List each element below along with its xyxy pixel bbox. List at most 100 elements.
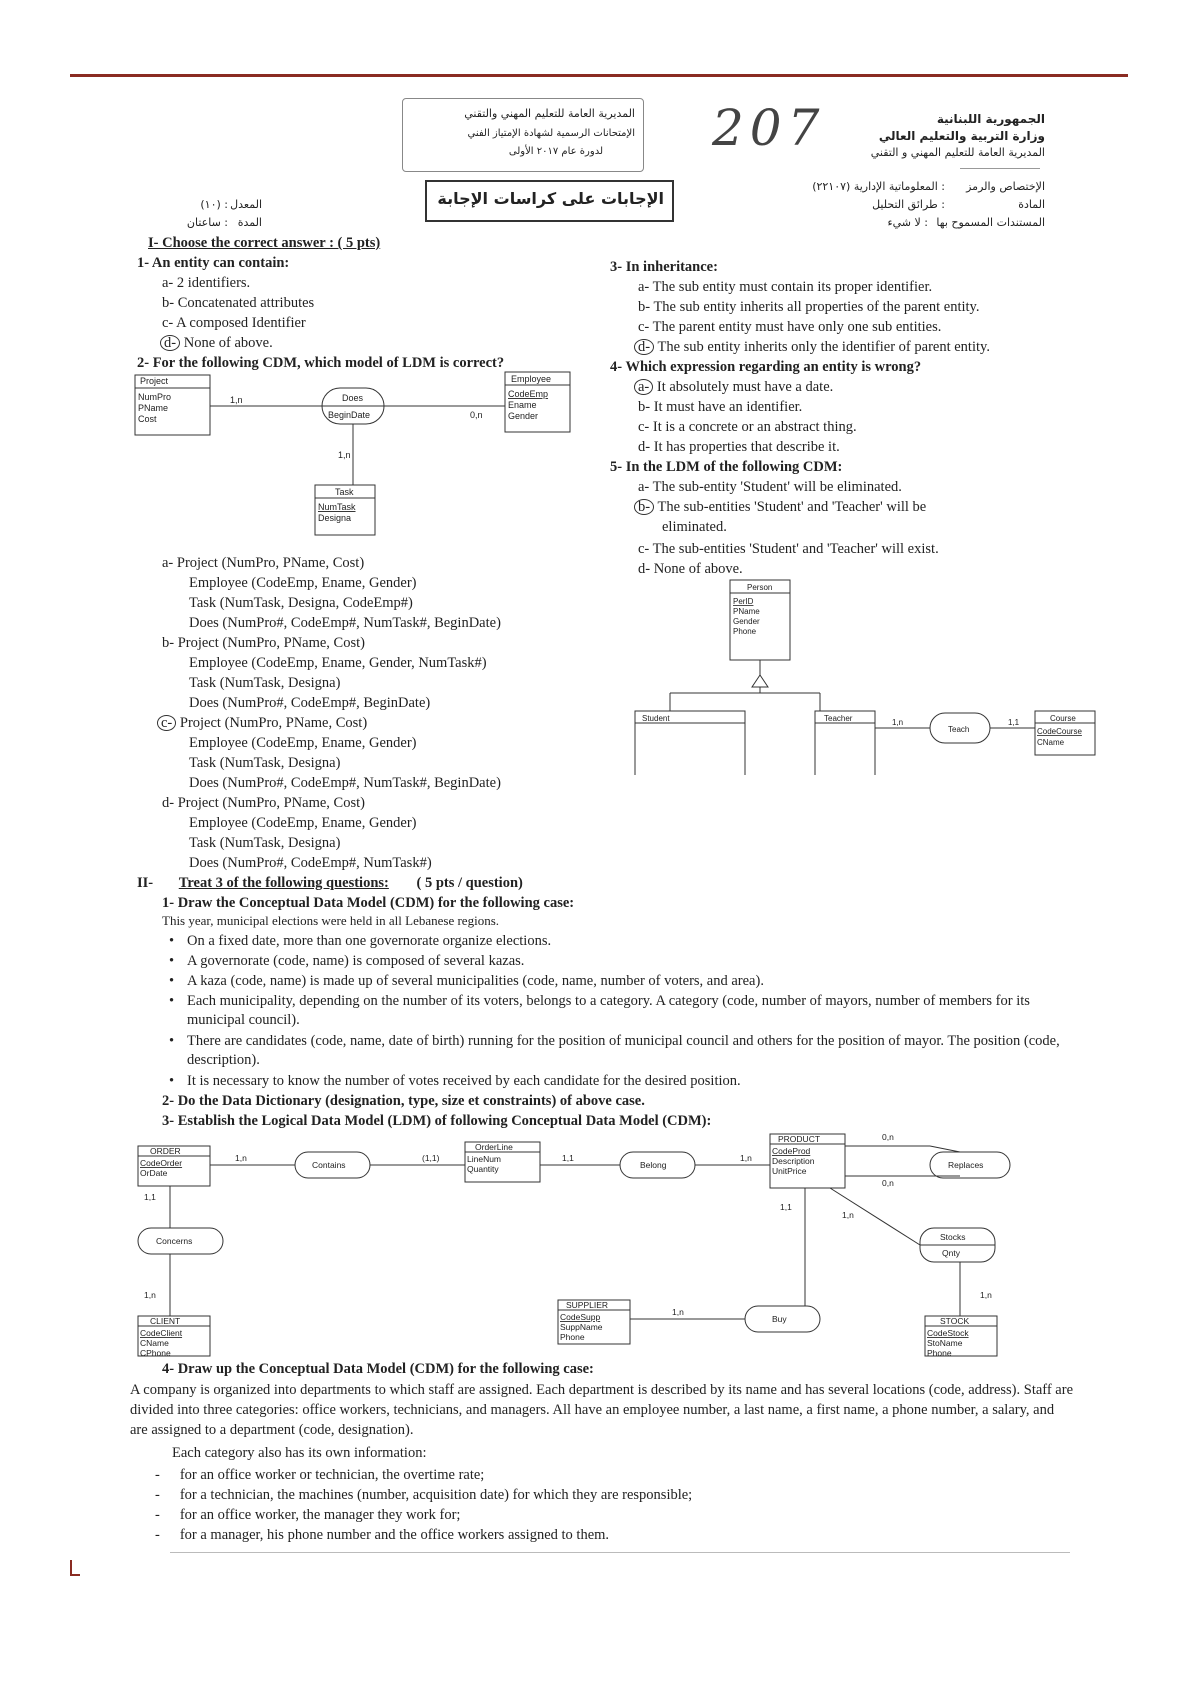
q3-option-d: d- The sub entity inherits only the iden… — [634, 338, 990, 356]
q3-product-name: PRODUCT — [778, 1134, 820, 1144]
header-republic: الجمهورية اللبنانية — [936, 112, 1045, 126]
q3-orderline-attr-1: LineNum — [467, 1154, 501, 1164]
q3-stock-attr-1: CodeStock — [927, 1328, 969, 1338]
section1-title: I- Choose the correct answer : ( 5 pts) — [148, 234, 380, 252]
corner-mark — [70, 1560, 72, 1574]
q2-employee-entity — [504, 371, 571, 433]
q3-supplier-attr-3: Phone — [560, 1332, 585, 1342]
handwritten-number: 207 — [712, 99, 826, 157]
q1-option-b: b- Concatenated attributes — [162, 295, 315, 311]
q3-card-belong-product: 1,n — [740, 1153, 752, 1163]
stamp-line-2: الإمتحانات الرسمية لشهادة الإمتياز الفني — [467, 128, 636, 139]
q3-stocks-name: Stocks — [940, 1232, 966, 1242]
top-border — [70, 74, 1128, 77]
q4-selected-mark: a- — [634, 379, 654, 395]
q3-orderline-attr-2: Quantity — [467, 1164, 499, 1174]
header-duration-label: المدة — [237, 216, 262, 229]
q1-option-c: c- A composed Identifier — [162, 315, 306, 331]
q2-employee-attr-1: CodeEmp — [508, 389, 548, 399]
q3-stock-name: STOCK — [940, 1316, 969, 1326]
header-subject-value: : طرائق التحليل — [872, 198, 945, 211]
q2-project-attr-2: PName — [138, 403, 168, 413]
q5-person-attr-4: Phone — [733, 627, 757, 636]
s2-q4-item-3-dash: - — [155, 1507, 160, 1523]
q2-card-employee: 0,n — [470, 410, 483, 420]
q3-stock-attr-2: StoName — [927, 1338, 963, 1348]
q3-option-d-text: The sub entity inherits only the identif… — [657, 339, 990, 355]
q3-product-attr-1: CodeProd — [772, 1146, 811, 1156]
q3-supplier-entity — [557, 1299, 631, 1345]
s2-q1-bullet-1-dot: • — [169, 933, 175, 949]
header-docs-value: : لا شيء — [887, 216, 928, 229]
s2-q1-bullet-6-dot: • — [169, 1073, 175, 1089]
q5-person-name: Person — [747, 583, 772, 592]
header-spec-value: : المعلوماتية الإدارية (٢٢١٠٧) — [812, 180, 945, 193]
official-stamp: المديرية العامة للتعليم المهني والتقني ا… — [402, 98, 644, 172]
q4-option-c: c- It is a concrete or an abstract thing… — [638, 419, 857, 435]
s2-q1-title: 1- Draw the Conceptual Data Model (CDM) … — [162, 895, 575, 911]
q3-stock-entity — [924, 1315, 998, 1357]
q3-supplier-attr-2: SuppName — [560, 1322, 603, 1332]
q2-a-line-2: Employee (CodeEmp, Ename, Gender) — [189, 575, 417, 591]
bottom-divider — [170, 1552, 1070, 1553]
q3-option-b: b- The sub entity inherits all propertie… — [638, 299, 980, 315]
q4-option-a-text: It absolutely must have a date. — [656, 379, 834, 395]
s2-q4-item-3-text: for an office worker, the manager they w… — [179, 1507, 461, 1523]
q3-contains-name: Contains — [312, 1160, 346, 1170]
q2-employee-attr-3: Gender — [508, 411, 538, 421]
q1-option-a: a- 2 identifiers. — [162, 275, 251, 291]
q2-d-line-2: Employee (CodeEmp, Ename, Gender) — [189, 815, 417, 831]
s2-q1-bullet-6-text: It is necessary to know the number of vo… — [187, 1073, 741, 1089]
q3-replaces-name: Replaces — [948, 1160, 983, 1170]
q3-order-name: ORDER — [150, 1146, 181, 1156]
header-coef-value: : (١٠) — [200, 198, 228, 211]
q2-does-name: Does — [342, 393, 364, 403]
q2-b-line-4: Does (NumPro#, CodeEmp#, BeginDate) — [189, 695, 431, 711]
q3-selected-mark: d- — [634, 339, 655, 355]
header-subject-label: المادة — [1018, 198, 1045, 211]
header-spec-label: الإختصاص والرمز — [966, 180, 1045, 193]
s2-q1-intro: This year, municipal elections were held… — [162, 913, 499, 928]
q2-cdm-diagram: Project NumPro PName Cost Employee CodeE… — [134, 371, 571, 536]
q5-cdm-diagram: Person PerID PName Gender Phone Student … — [634, 579, 1096, 775]
s2-q4-item-2-dash: - — [155, 1487, 160, 1503]
q2-card-project: 1,n — [230, 395, 243, 405]
q2-project-attr-1: NumPro — [138, 392, 171, 402]
q2-task-entity — [314, 484, 376, 536]
q3-belong-name: Belong — [640, 1160, 667, 1170]
q5-card-teacher: 1,n — [892, 718, 903, 727]
s2-q1-bullet-2-text: A governorate (code, name) is composed o… — [187, 953, 525, 969]
q3-order-attr-2: OrDate — [140, 1168, 168, 1178]
q1-title: 1- An entity can contain: — [137, 255, 290, 271]
q3-cdm-diagram: ORDER CodeOrder OrDate Contains OrderLin… — [137, 1132, 1011, 1358]
q5-inheritance-symbol — [751, 674, 769, 688]
s2-q1-bullet-1: •On a fixed date, more than one governor… — [169, 932, 1067, 950]
q2-b-line-1: b- Project (NumPro, PName, Cost) — [162, 635, 365, 651]
header-docs-label: المستندات المسموح بها — [936, 216, 1045, 229]
q2-project-name: Project — [140, 376, 169, 386]
q2-task-attr-2: Designa — [318, 513, 351, 523]
q3-card-product-replaces-bottom: 0,n — [882, 1178, 894, 1188]
q5-option-b-text: The sub-entities 'Student' and 'Teacher'… — [657, 499, 927, 515]
q2-employee-attr-2: Ename — [508, 400, 537, 410]
q3-card-supplier-buy: 1,n — [672, 1307, 684, 1317]
q3-client-entity — [137, 1315, 211, 1357]
header-duration-value: : ساعتان — [186, 216, 228, 229]
section2-points: ( 5 pts / question) — [416, 875, 523, 891]
q3-product-attr-2: Description — [772, 1156, 815, 1166]
s2-q1-bullet-3-text: A kaza (code, name) is made up of severa… — [187, 973, 764, 989]
s2-q2-title: 2- Do the Data Dictionary (designation, … — [162, 1093, 645, 1109]
section2-number: II- — [137, 875, 154, 891]
q3-client-attr-1: CodeClient — [140, 1328, 183, 1338]
header-ministry: وزارة التربية والتعليم العالي — [878, 129, 1045, 143]
q3-product-attr-3: UnitPrice — [772, 1166, 807, 1176]
q3-card-product-stocks: 1,n — [842, 1210, 854, 1220]
s2-q1-bullet-5-text: There are candidates (code, name, date o… — [187, 1033, 1060, 1068]
q2-b-line-3: Task (NumTask, Designa) — [189, 675, 341, 691]
q5-person-attr-3: Gender — [733, 617, 760, 626]
s2-q4-item-4: -for a manager, his phone number and the… — [155, 1526, 609, 1544]
q3-product-entity — [769, 1133, 846, 1189]
q2-project-attr-3: Cost — [138, 414, 157, 424]
q4-option-a: a- It absolutely must have a date. — [634, 378, 833, 396]
q2-card-task: 1,n — [338, 450, 351, 460]
